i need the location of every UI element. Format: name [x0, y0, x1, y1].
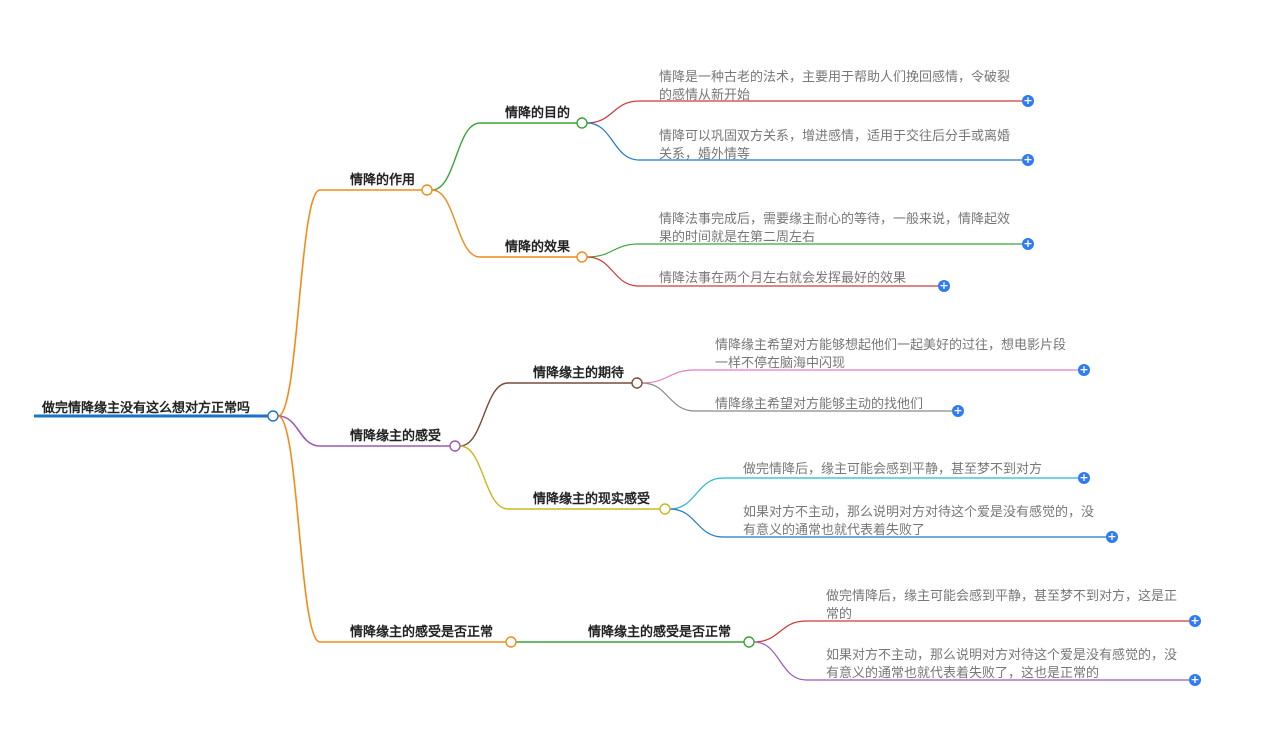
leaf-text-1-1-1: 情降是一种古老的法术，主要用于帮助人们挽回感情，令破裂的感情从新开始 — [659, 70, 1011, 103]
link-leaf-2-2-1 — [669, 477, 724, 510]
leaf-text-2-2-1: 做完情降后，缘主可能会感到平静，甚至梦不到对方 — [743, 462, 1043, 477]
child-label-1-1: 情降的目的 — [505, 106, 571, 121]
link-root-branch-1 — [277, 189, 321, 417]
leaf-expand-button-1-1-2[interactable]: + — [1022, 153, 1034, 166]
link-leaf-1-2-1 — [586, 243, 640, 258]
link-branch-1-child-1 — [431, 122, 481, 191]
link-branch-1-child-2 — [431, 189, 481, 258]
child-expand-handle-2-1[interactable] — [631, 377, 643, 389]
leaf-expand-button-2-2-2[interactable]: + — [1106, 530, 1118, 543]
child-label-2-2: 情降缘主的现实感受 — [533, 492, 651, 507]
branch-expand-handle-2[interactable] — [449, 440, 461, 452]
link-root-branch-2 — [277, 415, 321, 447]
link-branch-2-child-1 — [459, 382, 509, 447]
root-node-label: 做完情降缘主没有这么想对方正常吗 — [42, 401, 251, 416]
link-leaf-2-2-2 — [669, 508, 724, 538]
branch-label-2: 情降缘主的感受 — [350, 429, 442, 444]
link-root-branch-3 — [277, 415, 321, 643]
leaf-text-3-1-2: 如果对方不主动，那么说明对方对待这个爱是没有感觉的，没有意义的通常也就代表着失败… — [826, 648, 1178, 681]
leaf-expand-button-2-2-1[interactable]: + — [1078, 471, 1090, 484]
leaf-text-2-1-2: 情降缘主希望对方能够主动的找他们 — [715, 397, 924, 412]
leaf-expand-button-1-2-1[interactable]: + — [1022, 237, 1034, 250]
leaf-text-2-2-2: 如果对方不主动，那么说明对方对待这个爱是没有感觉的，没有意义的通常也就代表着失败… — [743, 505, 1095, 538]
leaf-expand-button-3-1-2[interactable]: + — [1189, 673, 1201, 686]
child-label-3-1: 情降缘主的感受是否正常 — [588, 625, 732, 640]
leaf-text-1-2-1: 情降法事完成后，需要缘主耐心的等待，一般来说，情降起效果的时间就是在第二周左右 — [659, 212, 1011, 245]
child-expand-handle-2-2[interactable] — [659, 503, 671, 515]
child-label-2-1: 情降缘主的期待 — [533, 366, 625, 381]
link-leaf-2-1-1 — [641, 369, 696, 384]
leaf-text-1-1-2: 情降可以巩固双方关系，增进感情，适用于交往后分手或离婚关系，婚外情等 — [659, 129, 1011, 162]
link-leaf-2-1-2 — [641, 382, 696, 412]
link-leaf-3-1-1 — [753, 620, 807, 643]
link-leaf-1-1-1 — [586, 100, 640, 124]
leaf-expand-button-1-1-1[interactable]: + — [1022, 94, 1034, 107]
branch-label-3: 情降缘主的感受是否正常 — [350, 625, 494, 640]
leaf-expand-button-1-2-2[interactable]: + — [938, 279, 950, 292]
link-leaf-1-2-2 — [586, 256, 640, 287]
leaf-text-1-2-2: 情降法事在两个月左右就会发挥最好的效果 — [659, 271, 907, 286]
child-expand-handle-1-2[interactable] — [576, 251, 588, 263]
branch-expand-handle-3[interactable] — [505, 636, 517, 648]
child-expand-handle-1-1[interactable] — [576, 117, 588, 129]
leaf-text-3-1-1: 做完情降后，缘主可能会感到平静，甚至梦不到对方，这是正常的 — [826, 589, 1178, 622]
branch-expand-handle-1[interactable] — [421, 184, 433, 196]
leaf-expand-button-2-1-2[interactable]: + — [952, 404, 964, 417]
child-label-1-2: 情降的效果 — [505, 240, 571, 255]
branch-label-1: 情降的作用 — [350, 173, 416, 188]
link-leaf-1-1-2 — [586, 122, 640, 161]
leaf-expand-button-3-1-1[interactable]: + — [1189, 614, 1201, 627]
leaf-expand-button-2-1-1[interactable]: + — [1078, 363, 1090, 376]
link-branch-2-child-2 — [459, 445, 509, 510]
leaf-text-2-1-1: 情降缘主希望对方能够想起他们一起美好的过往，想电影片段一样不停在脑海中闪现 — [715, 338, 1067, 371]
root-expand-handle[interactable] — [267, 410, 279, 422]
link-leaf-3-1-2 — [753, 641, 807, 681]
child-expand-handle-3-1[interactable] — [743, 636, 755, 648]
